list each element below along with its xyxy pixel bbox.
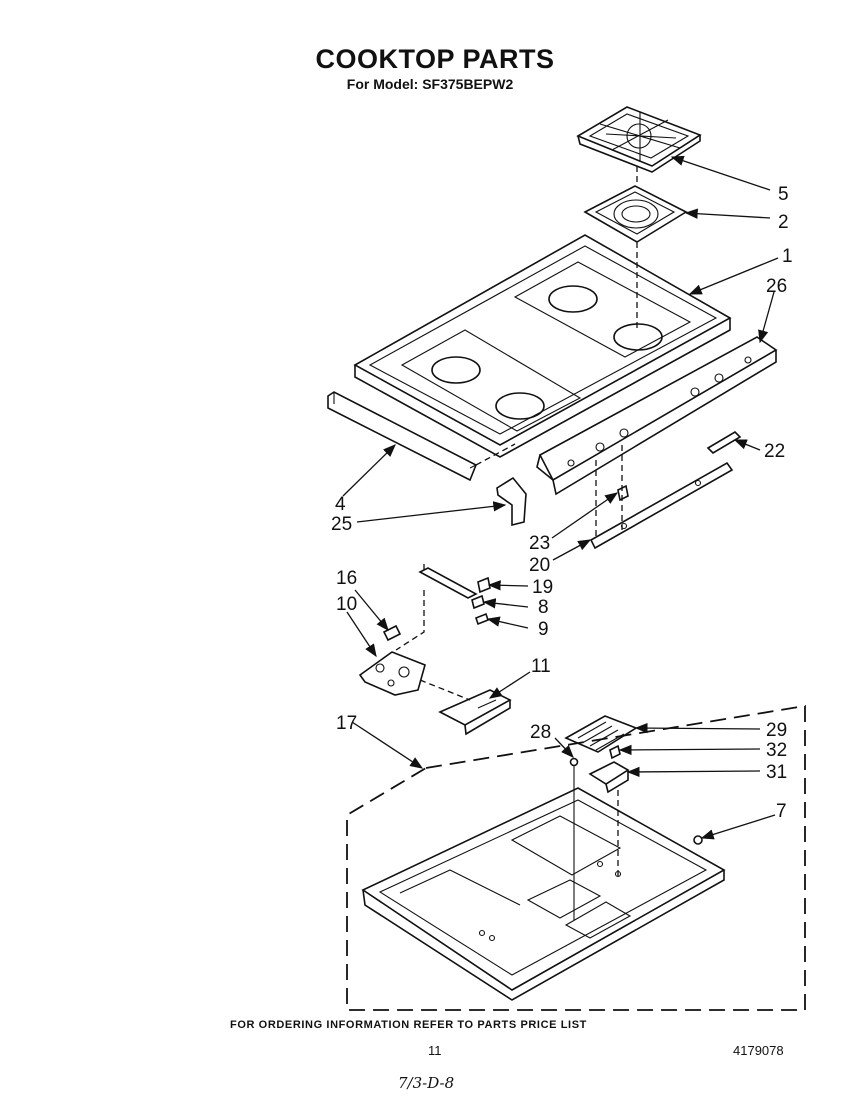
clip-part-32 [609,744,621,760]
cooktop-top-part-1 [353,234,732,458]
label-part-9: 9 [538,619,549,640]
model-subtitle: For Model: SF375BEPW2 [346,76,514,92]
label-part-25: 25 [331,514,352,535]
label-part-29: 29 [766,720,787,741]
trim-strip-part-4 [327,391,478,482]
base-pan [361,787,726,1001]
valve-part-10 [358,651,471,701]
fastener-part-23 [617,484,629,502]
label-part-16: 16 [336,568,357,589]
bottom-assembly-outline-part-17 [346,704,806,1011]
label-part-22: 22 [764,441,785,462]
leader-lines [342,155,779,840]
document-number: 4179078 [733,1043,784,1058]
label-part-8: 8 [538,597,549,618]
label-part-32: 32 [766,740,787,761]
page-title: COOKTOP PARTS [315,44,555,74]
label-part-20: 20 [529,555,550,576]
label-part-17: 17 [336,713,357,734]
label-part-28: 28 [530,722,551,743]
bracket-part-11 [438,689,512,736]
screw-part-28 [569,757,579,920]
grate-part-5 [576,106,702,173]
page-number: 11 [428,1043,442,1058]
manifold-panel-part-26 [536,336,778,496]
label-part-11: 11 [531,656,551,677]
label-part-5: 5 [778,184,789,205]
part-16 [382,624,402,642]
label-part-2: 2 [778,212,789,233]
grille-part-29 [564,715,638,753]
label-part-31: 31 [766,762,787,783]
clip-part-22 [706,430,742,455]
bracket-part-20 [589,461,734,550]
bracket-part-31 [588,761,630,794]
burner-plate-part-2 [583,185,688,243]
label-part-4: 4 [335,494,346,515]
label-part-1: 1 [782,246,793,267]
label-part-7: 7 [776,801,787,822]
side-bracket-part-25 [496,476,527,527]
ordering-note: FOR ORDERING INFORMATION REFER TO PARTS … [230,1019,587,1031]
valve-bar-assembly [395,562,491,651]
label-part-19: 19 [532,577,553,598]
label-part-10: 10 [336,594,357,615]
label-part-23: 23 [529,533,550,554]
handwritten-note: 7/3-D-8 [398,1074,455,1092]
nut-part-7 [693,835,703,845]
label-part-26: 26 [766,276,787,297]
